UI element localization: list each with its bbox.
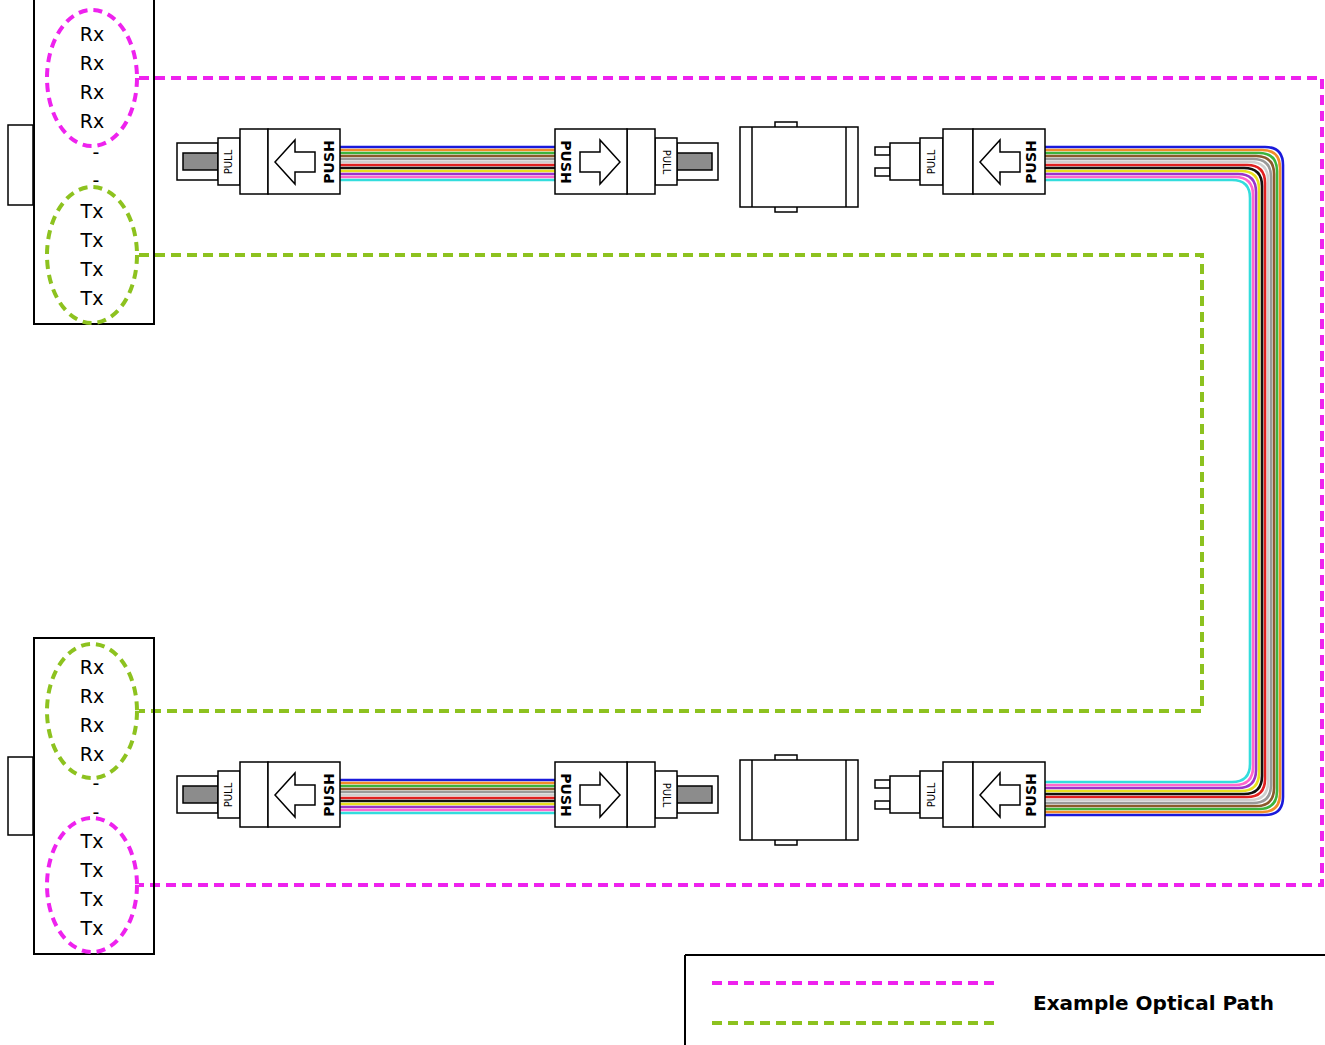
fiber-strand — [340, 791, 555, 794]
lane-name: Tx — [81, 885, 104, 914]
fiber-strand — [340, 146, 555, 149]
connector-marking: PUSH — [1024, 773, 1038, 816]
connector-marking: PULL — [927, 150, 937, 175]
lane-name: Rx — [80, 49, 104, 78]
fiber-strand — [340, 152, 555, 155]
lane-name: Rx — [80, 20, 104, 49]
lane-name: Rx — [80, 107, 104, 136]
fiber-strand — [1045, 159, 1271, 803]
fiber-strand — [340, 170, 555, 173]
fiber-strand — [340, 800, 555, 803]
lane-group-ellipse: TxTxTxTx — [45, 816, 139, 954]
connector-marking: PULL — [224, 150, 234, 175]
optical-path — [139, 255, 1202, 711]
lane-name: Rx — [80, 78, 104, 107]
connector-marking: PUSH — [322, 773, 336, 816]
fiber-strand — [340, 797, 555, 800]
connector-marking: PULL — [224, 783, 234, 808]
lane-name: Rx — [80, 740, 104, 769]
lane-name: Tx — [81, 284, 104, 313]
fiber-strand — [340, 176, 555, 179]
lane-name: Rx — [80, 653, 104, 682]
lane-name: Rx — [80, 711, 104, 740]
lane-name: Rx — [80, 682, 104, 711]
lane-name: Tx — [81, 255, 104, 284]
fiber-strand — [340, 785, 555, 788]
lane-group-ellipse: RxRxRxRx — [45, 8, 139, 148]
fiber-strand — [340, 167, 555, 170]
fiber-strand — [340, 155, 555, 158]
fiber-strand — [340, 809, 555, 812]
fiber-strand — [1045, 156, 1274, 806]
fiber-strand — [1045, 162, 1268, 800]
lane-name: Tx — [81, 914, 104, 943]
fiber-strand — [340, 173, 555, 176]
fiber-strand — [340, 179, 555, 182]
lane-name: Tx — [81, 226, 104, 255]
lane-name: Tx — [81, 827, 104, 856]
fiber-strand — [340, 803, 555, 806]
fiber-strand — [1045, 147, 1283, 815]
fiber-strand — [1045, 174, 1256, 788]
connector-marking: PUSH — [1024, 140, 1038, 183]
lane-name: Tx — [81, 856, 104, 885]
connector-marking: PULL — [661, 150, 671, 175]
fiber-strand — [340, 161, 555, 164]
lane-name: Tx — [81, 197, 104, 226]
connector-marking: PULL — [661, 783, 671, 808]
connector-marking: PUSH — [559, 140, 573, 183]
lane-group-ellipse: RxRxRxRx — [45, 642, 139, 780]
transceiver-box: --RxRxRxRxTxTxTxTx — [33, 0, 155, 325]
optical-path — [139, 78, 1322, 885]
fiber-strand — [340, 158, 555, 161]
fiber-strand — [1045, 171, 1259, 791]
connector-marking: PUSH — [559, 773, 573, 816]
fiber-strand — [340, 812, 555, 815]
fiber-strand — [340, 794, 555, 797]
fiber-strand — [340, 164, 555, 167]
fiber-strand — [340, 806, 555, 809]
connector-marking: PULL — [927, 783, 937, 808]
lane-group-ellipse: TxTxTxTx — [45, 185, 139, 325]
fiber-strand — [340, 782, 555, 785]
fiber-strand — [1045, 168, 1262, 794]
connector-marking: PUSH — [322, 140, 336, 183]
fiber-strand — [340, 149, 555, 152]
transceiver-box: --RxRxRxRxTxTxTxTx — [33, 637, 155, 955]
fiber-strand — [1045, 180, 1250, 782]
fiber-strand — [340, 788, 555, 791]
legend-text: Example Optical Path — [1033, 991, 1274, 1015]
fiber-strand — [1045, 177, 1253, 785]
fiber-strand — [340, 779, 555, 782]
fiber-strand — [1045, 165, 1265, 797]
